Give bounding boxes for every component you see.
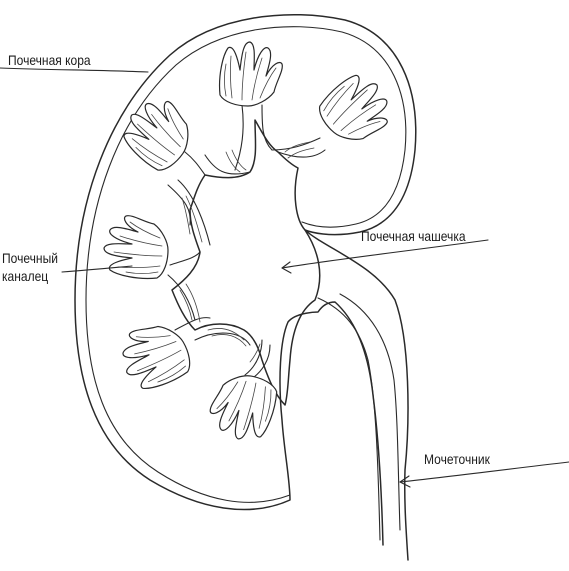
leader-arrow-ureter [399,475,411,488]
papilla-bottom [209,375,278,440]
papilla-left [103,215,169,280]
papilla-upper-right [318,74,388,140]
label-renal-tubule-line2: каналец [2,268,49,284]
label-renal-tubule-line1: Почечный [2,250,58,266]
leader-line-ureter [399,461,569,483]
label-ureter: Мочеточник [424,451,490,467]
label-renal-calyx: Почечная чашечка [361,228,466,244]
papilla-top [218,41,283,107]
label-renal-cortex: Почечная кора [8,52,91,68]
leader-line-tubule [61,265,133,273]
kidney-outer-contour [74,13,417,561]
label-renal-tubule: Почечный каналец [2,249,79,285]
leader-line-cortex [0,67,149,73]
leader-arrow-calyx [281,261,292,274]
kidney-inner-contour [85,26,407,503]
ureter-line-left [317,297,381,541]
calyx-funnels [167,104,326,381]
leader-line-calyx [281,239,489,269]
papilla-lower-left [122,325,191,389]
papilla-upper-left [123,100,189,171]
ureter-line-right [339,293,401,531]
renal-pelvis-outline [171,119,321,406]
funnel-shading [179,141,315,363]
